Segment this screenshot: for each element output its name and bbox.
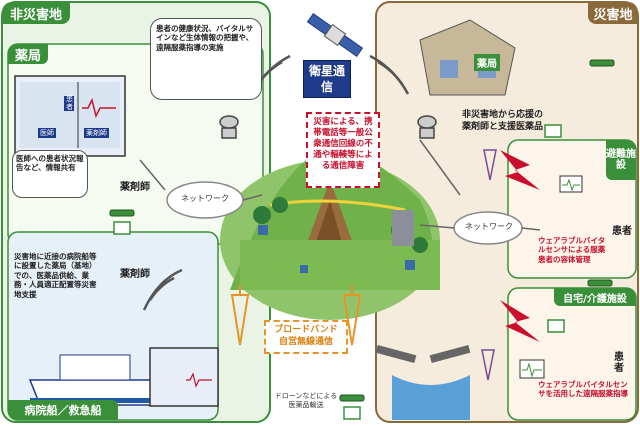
pharmacy-speech-bubble [150, 18, 262, 100]
pharmacy-tag: 薬局 [474, 54, 500, 71]
pharmacist-label-pharmacy: 薬剤師 [120, 182, 150, 193]
region-shelter-label: 避難施設 [606, 140, 636, 180]
screen-label-doctor: 医師 [38, 128, 56, 138]
support-note: 非災害地から応援の薬剤師と支援医薬品 [462, 110, 544, 132]
shelter-note: ウェアラブルバイタルセンサによる服薬患者の容体管理 [538, 236, 606, 264]
doctor-speech-bubble [12, 150, 88, 198]
broadband-box: ブロードバンド自営無線通信 [264, 320, 348, 354]
pharmacist-label-ship: 薬剤師 [120, 269, 150, 280]
region-disaster-label: 災害地 [588, 2, 638, 24]
patient-label-home: 患者 [614, 352, 624, 374]
region-non-disaster-label: 非災害地 [2, 2, 70, 24]
region-pharmacy-label: 薬局 [8, 44, 48, 64]
satellite-label: 衛星通信 [303, 60, 351, 98]
region-hospital-ship-label: 病院船／救急船 [8, 400, 118, 420]
pharmacy-note: 患者の健康状況、バイタルサインなど生体情報の把握や、遠隔服薬指導の実施 [156, 24, 254, 52]
network-label-right: ネットワーク [465, 222, 513, 231]
screen-label-pharmacist: 薬剤師 [84, 128, 109, 138]
home-note: ウェアラブルバイタルセンサを活用した遠隔服薬指導 [538, 380, 628, 399]
drone-note: ドローンなどによる医薬品輸送 [274, 392, 338, 409]
patient-label-shelter: 患者 [612, 226, 632, 237]
network-label-left: ネットワーク [181, 194, 229, 203]
region-home-care-label: 自宅/介護施設 [554, 288, 636, 306]
ship-note: 災害地に近接の病院船等に設置した薬局（基地）での、医薬品供給、業務・人員適正配置… [14, 252, 97, 299]
screen-label-patient: 患者 [64, 95, 74, 112]
doctor-note: 医師への患者状況報告など、情報共有 [16, 154, 84, 173]
disaster-communication-failure-box: 災害による、携帯電話等一般公衆通信回線の不通や輻輳等による通信障害 [306, 112, 380, 188]
